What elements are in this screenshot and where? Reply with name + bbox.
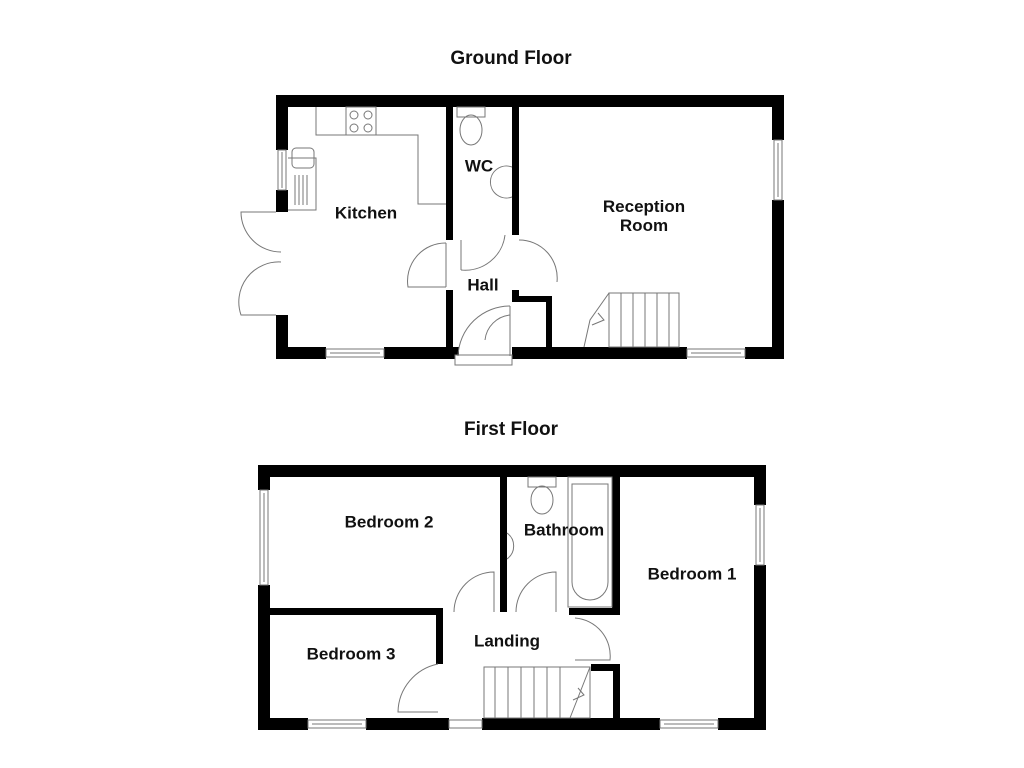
room-label-bedroom-2: Bedroom 2 <box>344 512 434 532</box>
ground-floor-walls <box>276 95 784 359</box>
room-label-hall: Hall <box>467 275 499 295</box>
room-label-bathroom: Bathroom <box>523 520 605 540</box>
reception-line1: Reception <box>602 197 686 216</box>
room-label-bedroom-3: Bedroom 3 <box>306 644 396 664</box>
room-label-kitchen: Kitchen <box>334 203 398 223</box>
first-floor-title: First Floor <box>464 419 558 440</box>
room-label-landing: Landing <box>473 631 541 651</box>
ground-floor-fixtures <box>238 106 783 366</box>
room-label-bedroom-1: Bedroom 1 <box>647 564 737 584</box>
ground-floor-title: Ground Floor <box>450 48 572 69</box>
room-label-wc: WC <box>464 156 494 176</box>
first-floor-walls <box>258 465 766 730</box>
first-floor-fixtures <box>259 476 765 729</box>
reception-line2: Room <box>619 216 669 235</box>
room-label-reception-room: Reception Room <box>603 197 685 235</box>
